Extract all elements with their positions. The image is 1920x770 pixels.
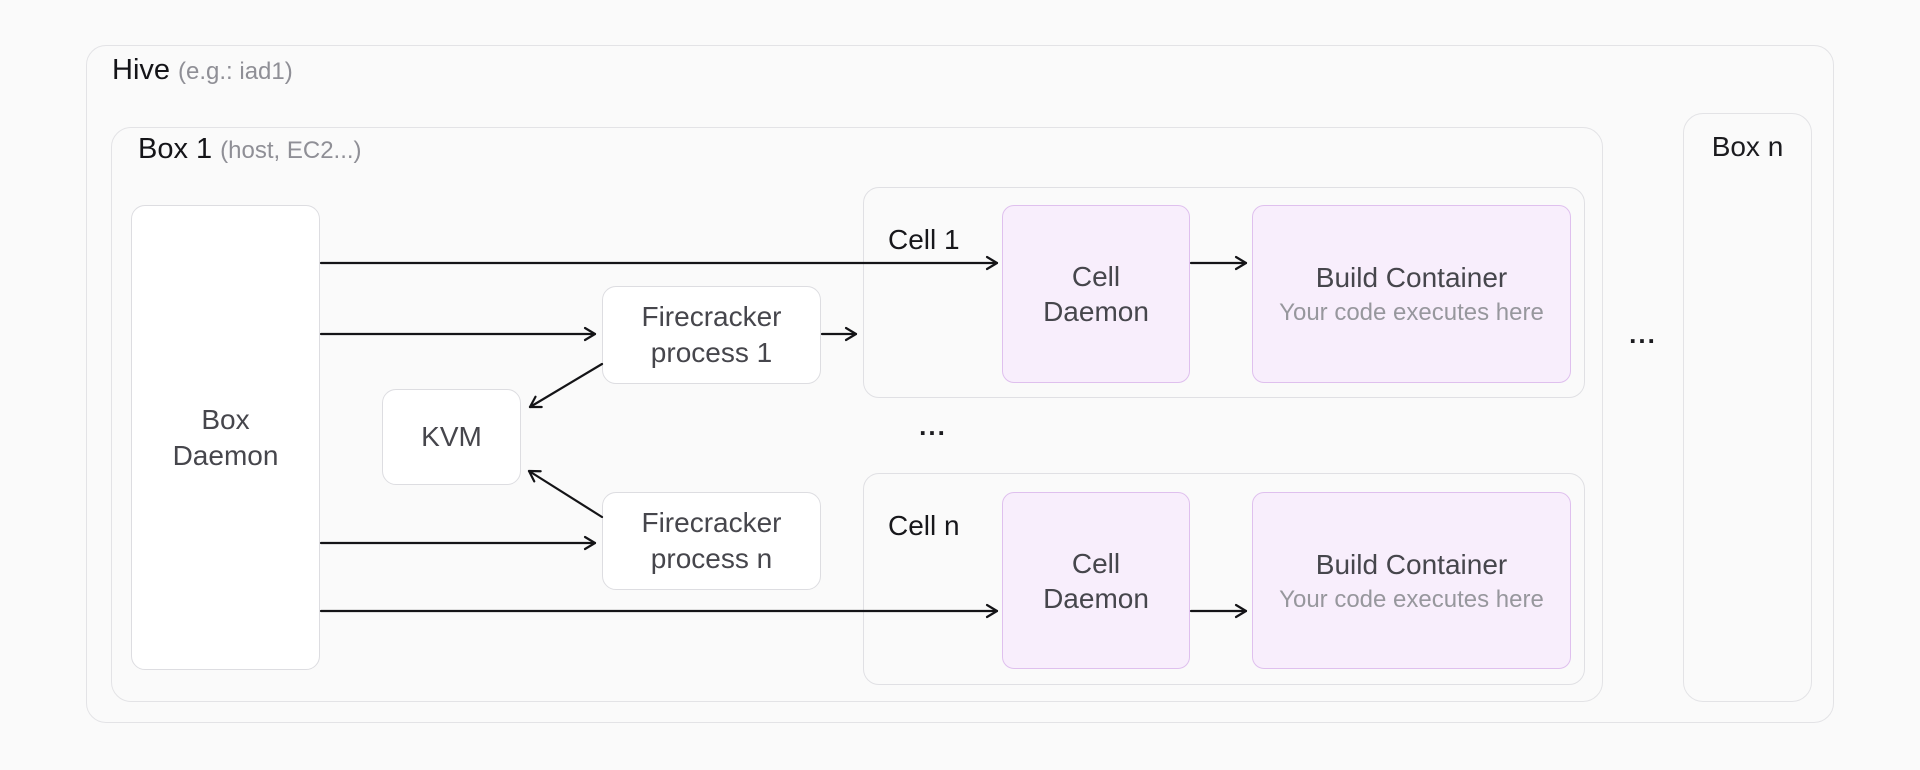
hive-subtitle: (e.g.: iad1) xyxy=(178,58,293,85)
firecracker1-label-line1: Firecracker xyxy=(641,301,782,332)
kvm-label: KVM xyxy=(421,421,482,452)
cell1-daemon-label-line1: Cell xyxy=(1071,261,1121,292)
firecracker1-label-line2: process 1 xyxy=(650,337,773,368)
box1-container xyxy=(111,127,1603,702)
cell1-build-container-node: Build Container Your code executes here xyxy=(1252,205,1571,383)
celln-build-container-node: Build Container Your code executes here xyxy=(1252,492,1571,669)
kvm-node: KVM xyxy=(382,389,521,485)
cell1-label: Cell 1 xyxy=(888,224,960,255)
celln-build-title: Build Container xyxy=(1315,548,1508,580)
boxn-label: Box n xyxy=(1711,131,1784,162)
cell1-daemon-node: Cell Daemon xyxy=(1002,205,1190,383)
cell1-daemon-label-line2: Daemon xyxy=(1043,296,1149,327)
box1-header: Box 1 (host, EC2...) xyxy=(138,133,362,166)
cells-ellipsis: ... xyxy=(919,411,947,441)
cell1-container xyxy=(863,187,1585,398)
hive-container xyxy=(86,45,1834,723)
firecracker-n-label-line1: Firecracker xyxy=(641,507,782,538)
celln-daemon-label-line2: Daemon xyxy=(1043,582,1149,614)
boxn-container: Box n xyxy=(1683,113,1812,702)
celln-container xyxy=(863,473,1585,685)
cell1-build-subtitle: Your code executes here xyxy=(1279,299,1544,326)
boxes-ellipsis: ... xyxy=(1629,319,1657,349)
celln-label: Cell n xyxy=(888,510,960,541)
firecracker-process-1-node: Firecracker process 1 xyxy=(602,286,821,384)
firecracker-n-label-line2: process n xyxy=(650,543,773,574)
celln-daemon-label-line1: Cell xyxy=(1071,547,1121,579)
celln-build-subtitle: Your code executes here xyxy=(1279,585,1544,613)
box-daemon-label-line1: Box xyxy=(201,403,250,435)
cell1-build-title: Build Container xyxy=(1315,262,1508,293)
firecracker-process-n-node: Firecracker process n xyxy=(602,492,821,590)
hive-header: Hive (e.g.: iad1) xyxy=(112,54,293,87)
box1-subtitle: (host, EC2...) xyxy=(220,137,362,164)
box1-title: Box 1 xyxy=(138,133,213,165)
celln-daemon-node: Cell Daemon xyxy=(1002,492,1190,669)
box-daemon-node: Box Daemon xyxy=(131,205,320,670)
hive-title: Hive xyxy=(112,54,171,86)
box-daemon-label-line2: Daemon xyxy=(172,439,279,471)
